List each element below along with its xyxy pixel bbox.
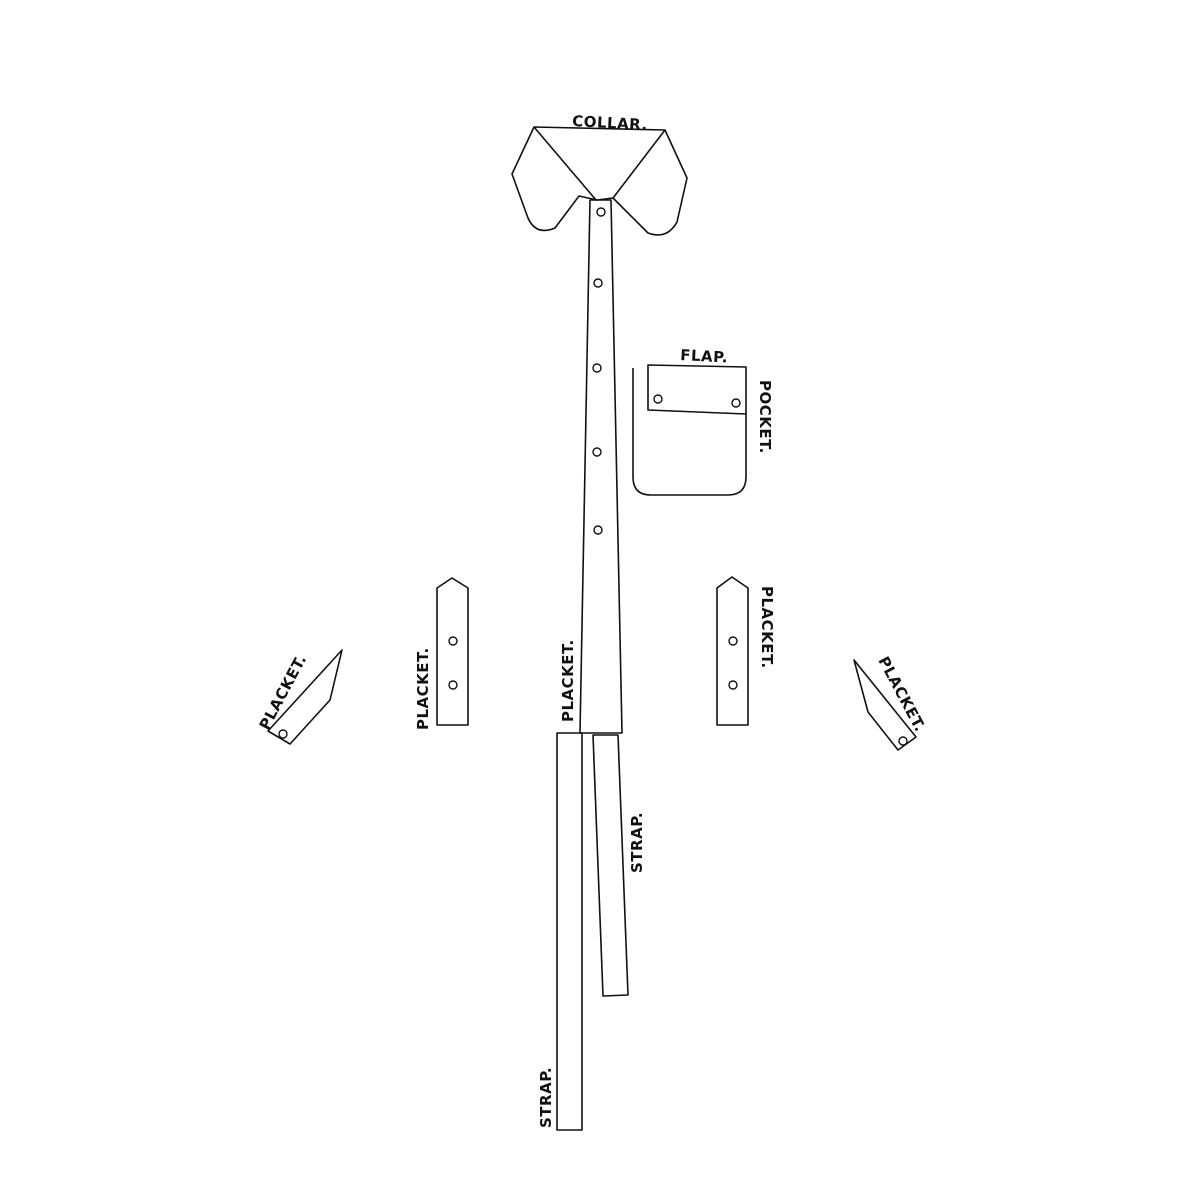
buttonhole (728, 636, 738, 646)
right-inner-placket-label: PLACKET. (758, 586, 776, 669)
long-strap-outline (556, 732, 583, 1131)
collar-outline (511, 126, 688, 236)
pocket-outline (632, 368, 747, 496)
left-inner-placket-label: PLACKET. (414, 647, 432, 730)
center-placket-label: PLACKET. (559, 639, 577, 722)
buttonhole (278, 729, 288, 739)
buttonhole (653, 394, 663, 404)
buttonhole (898, 736, 908, 746)
pocket-label: POCKET. (756, 380, 774, 454)
flap-label: FLAP. (680, 346, 729, 366)
long-strap-piece: STRAP. (537, 732, 583, 1131)
left-inner-placket-piece: PLACKET. (414, 577, 469, 730)
buttonhole (448, 680, 458, 690)
buttonhole (731, 398, 741, 408)
short-strap-outline (592, 734, 629, 997)
buttonhole (448, 636, 458, 646)
center-placket-piece: PLACKET. (559, 199, 623, 734)
right-outer-placket-outline (853, 659, 917, 751)
left-inner-placket-outline (436, 577, 469, 726)
collar-piece: COLLAR. (511, 112, 688, 236)
buttonhole (596, 207, 606, 217)
collar-left-fold (533, 126, 597, 201)
buttonhole (728, 680, 738, 690)
buttonhole (592, 447, 602, 457)
short-strap-piece: STRAP. (592, 734, 646, 997)
pocket-piece: POCKET. (632, 368, 774, 496)
flap-piece: FLAP. (647, 346, 747, 415)
right-inner-placket-piece: PLACKET. (716, 576, 776, 726)
left-outer-placket-label: PLACKET. (256, 651, 311, 732)
buttonhole (593, 525, 603, 535)
right-outer-placket-piece: PLACKET. (853, 653, 929, 751)
right-outer-placket-label: PLACKET. (874, 653, 929, 734)
collar-label: COLLAR. (572, 112, 648, 134)
right-inner-placket-outline (716, 576, 749, 726)
buttonhole (592, 363, 602, 373)
center-placket-outline (579, 199, 623, 734)
short-strap-label: STRAP. (628, 812, 646, 873)
left-outer-placket-outline (267, 649, 343, 745)
buttonhole (593, 278, 603, 288)
flap-outline (647, 364, 747, 415)
left-outer-placket-piece: PLACKET. (256, 649, 343, 745)
collar-right-fold (612, 129, 666, 199)
long-strap-label: STRAP. (537, 1067, 555, 1128)
